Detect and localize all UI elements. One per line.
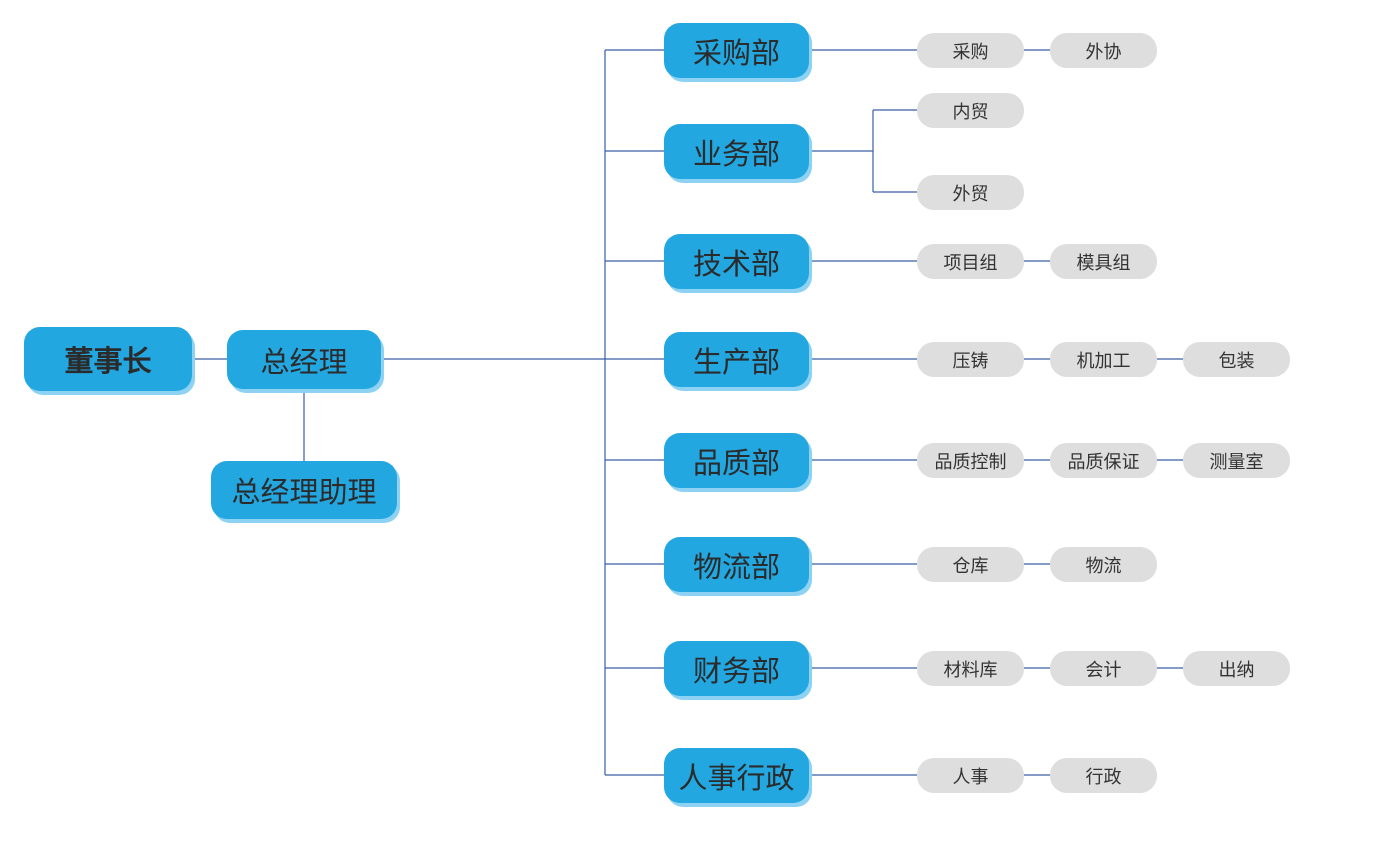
unit-node: 物流 <box>1050 547 1157 582</box>
department-node: 品质部 <box>664 433 809 488</box>
unit-node: 外贸 <box>917 175 1024 210</box>
chairman-node: 董事长 <box>24 327 192 391</box>
department-node: 生产部 <box>664 332 809 387</box>
department-node: 采购部 <box>664 23 809 78</box>
unit-node: 行政 <box>1050 758 1157 793</box>
unit-node: 会计 <box>1050 651 1157 686</box>
unit-node: 包装 <box>1183 342 1290 377</box>
unit-node: 外协 <box>1050 33 1157 68</box>
department-node: 技术部 <box>664 234 809 289</box>
unit-node: 项目组 <box>917 244 1024 279</box>
general-manager-node: 总经理 <box>227 330 381 389</box>
unit-node: 测量室 <box>1183 443 1290 478</box>
unit-node: 内贸 <box>917 93 1024 128</box>
unit-node: 人事 <box>917 758 1024 793</box>
unit-node: 出纳 <box>1183 651 1290 686</box>
unit-node: 采购 <box>917 33 1024 68</box>
unit-node: 机加工 <box>1050 342 1157 377</box>
department-node: 财务部 <box>664 641 809 696</box>
unit-node: 材料库 <box>917 651 1024 686</box>
unit-node: 品质保证 <box>1050 443 1157 478</box>
department-node: 业务部 <box>664 124 809 179</box>
gm-assistant-node: 总经理助理 <box>211 461 397 519</box>
unit-node: 品质控制 <box>917 443 1024 478</box>
department-node: 物流部 <box>664 537 809 592</box>
unit-node: 压铸 <box>917 342 1024 377</box>
department-node: 人事行政 <box>664 748 809 803</box>
unit-node: 仓库 <box>917 547 1024 582</box>
unit-node: 模具组 <box>1050 244 1157 279</box>
